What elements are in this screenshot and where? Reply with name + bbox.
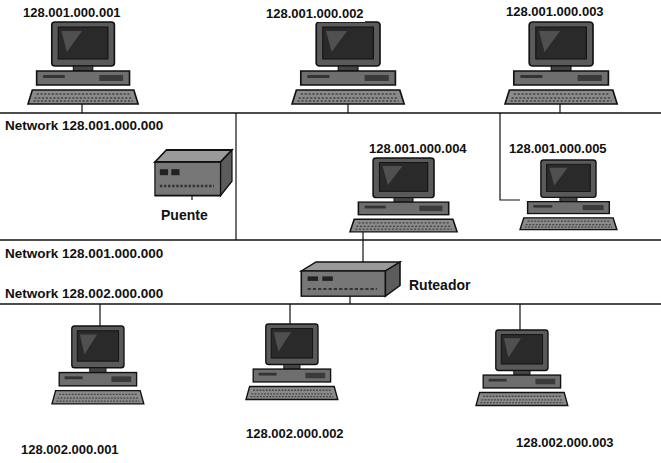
ip-address: 128.002.000.003 [515,436,615,451]
host-address-box: 128.001.000.003 [505,2,605,20]
ip-address: 128.001.000.004 [368,142,468,157]
network-label: Network 128.002.000.000 [4,286,164,302]
ip-address: 128.001.000.001 [22,6,122,21]
computer-icon [520,160,617,230]
device-label-box: Ruteador [408,276,471,294]
network-bus [0,239,661,241]
host-address-box: 128.002.000.002 [245,424,345,442]
ip-address: 128.002.000.002 [245,427,345,442]
ip-address: 128.001.000.005 [508,142,608,157]
network-bus [0,112,661,114]
device-label-box: Puente [160,206,209,224]
host-address-box: 128.001.000.004 [368,139,468,157]
host-address-box: 128.001.000.002 [265,4,365,22]
host-address-box: 128.002.000.001 [20,440,120,458]
network-label: Network 128.001.000.000 [4,118,164,134]
device-name: Ruteador [408,277,471,293]
bridge-device [155,150,232,196]
router-device [301,262,400,296]
ip-address: 128.002.000.001 [20,443,120,458]
computer-icon [476,330,568,405]
computer-icon [246,324,338,399]
ip-address: 128.001.000.002 [265,7,365,22]
ip-address: 128.001.000.003 [505,5,605,20]
host-address-box: 128.002.000.003 [515,433,615,451]
network-bus [0,303,661,305]
network-label: Network 128.001.000.000 [4,246,164,262]
computer-icon [292,22,404,104]
computer-icon [505,22,617,104]
host-address-box: 128.001.000.005 [508,139,608,157]
device-name: Puente [160,207,209,223]
computer-icon [28,22,138,104]
computer-icon [52,326,144,404]
host-address-box: 128.001.000.001 [22,3,122,21]
computer-icon [350,158,457,232]
